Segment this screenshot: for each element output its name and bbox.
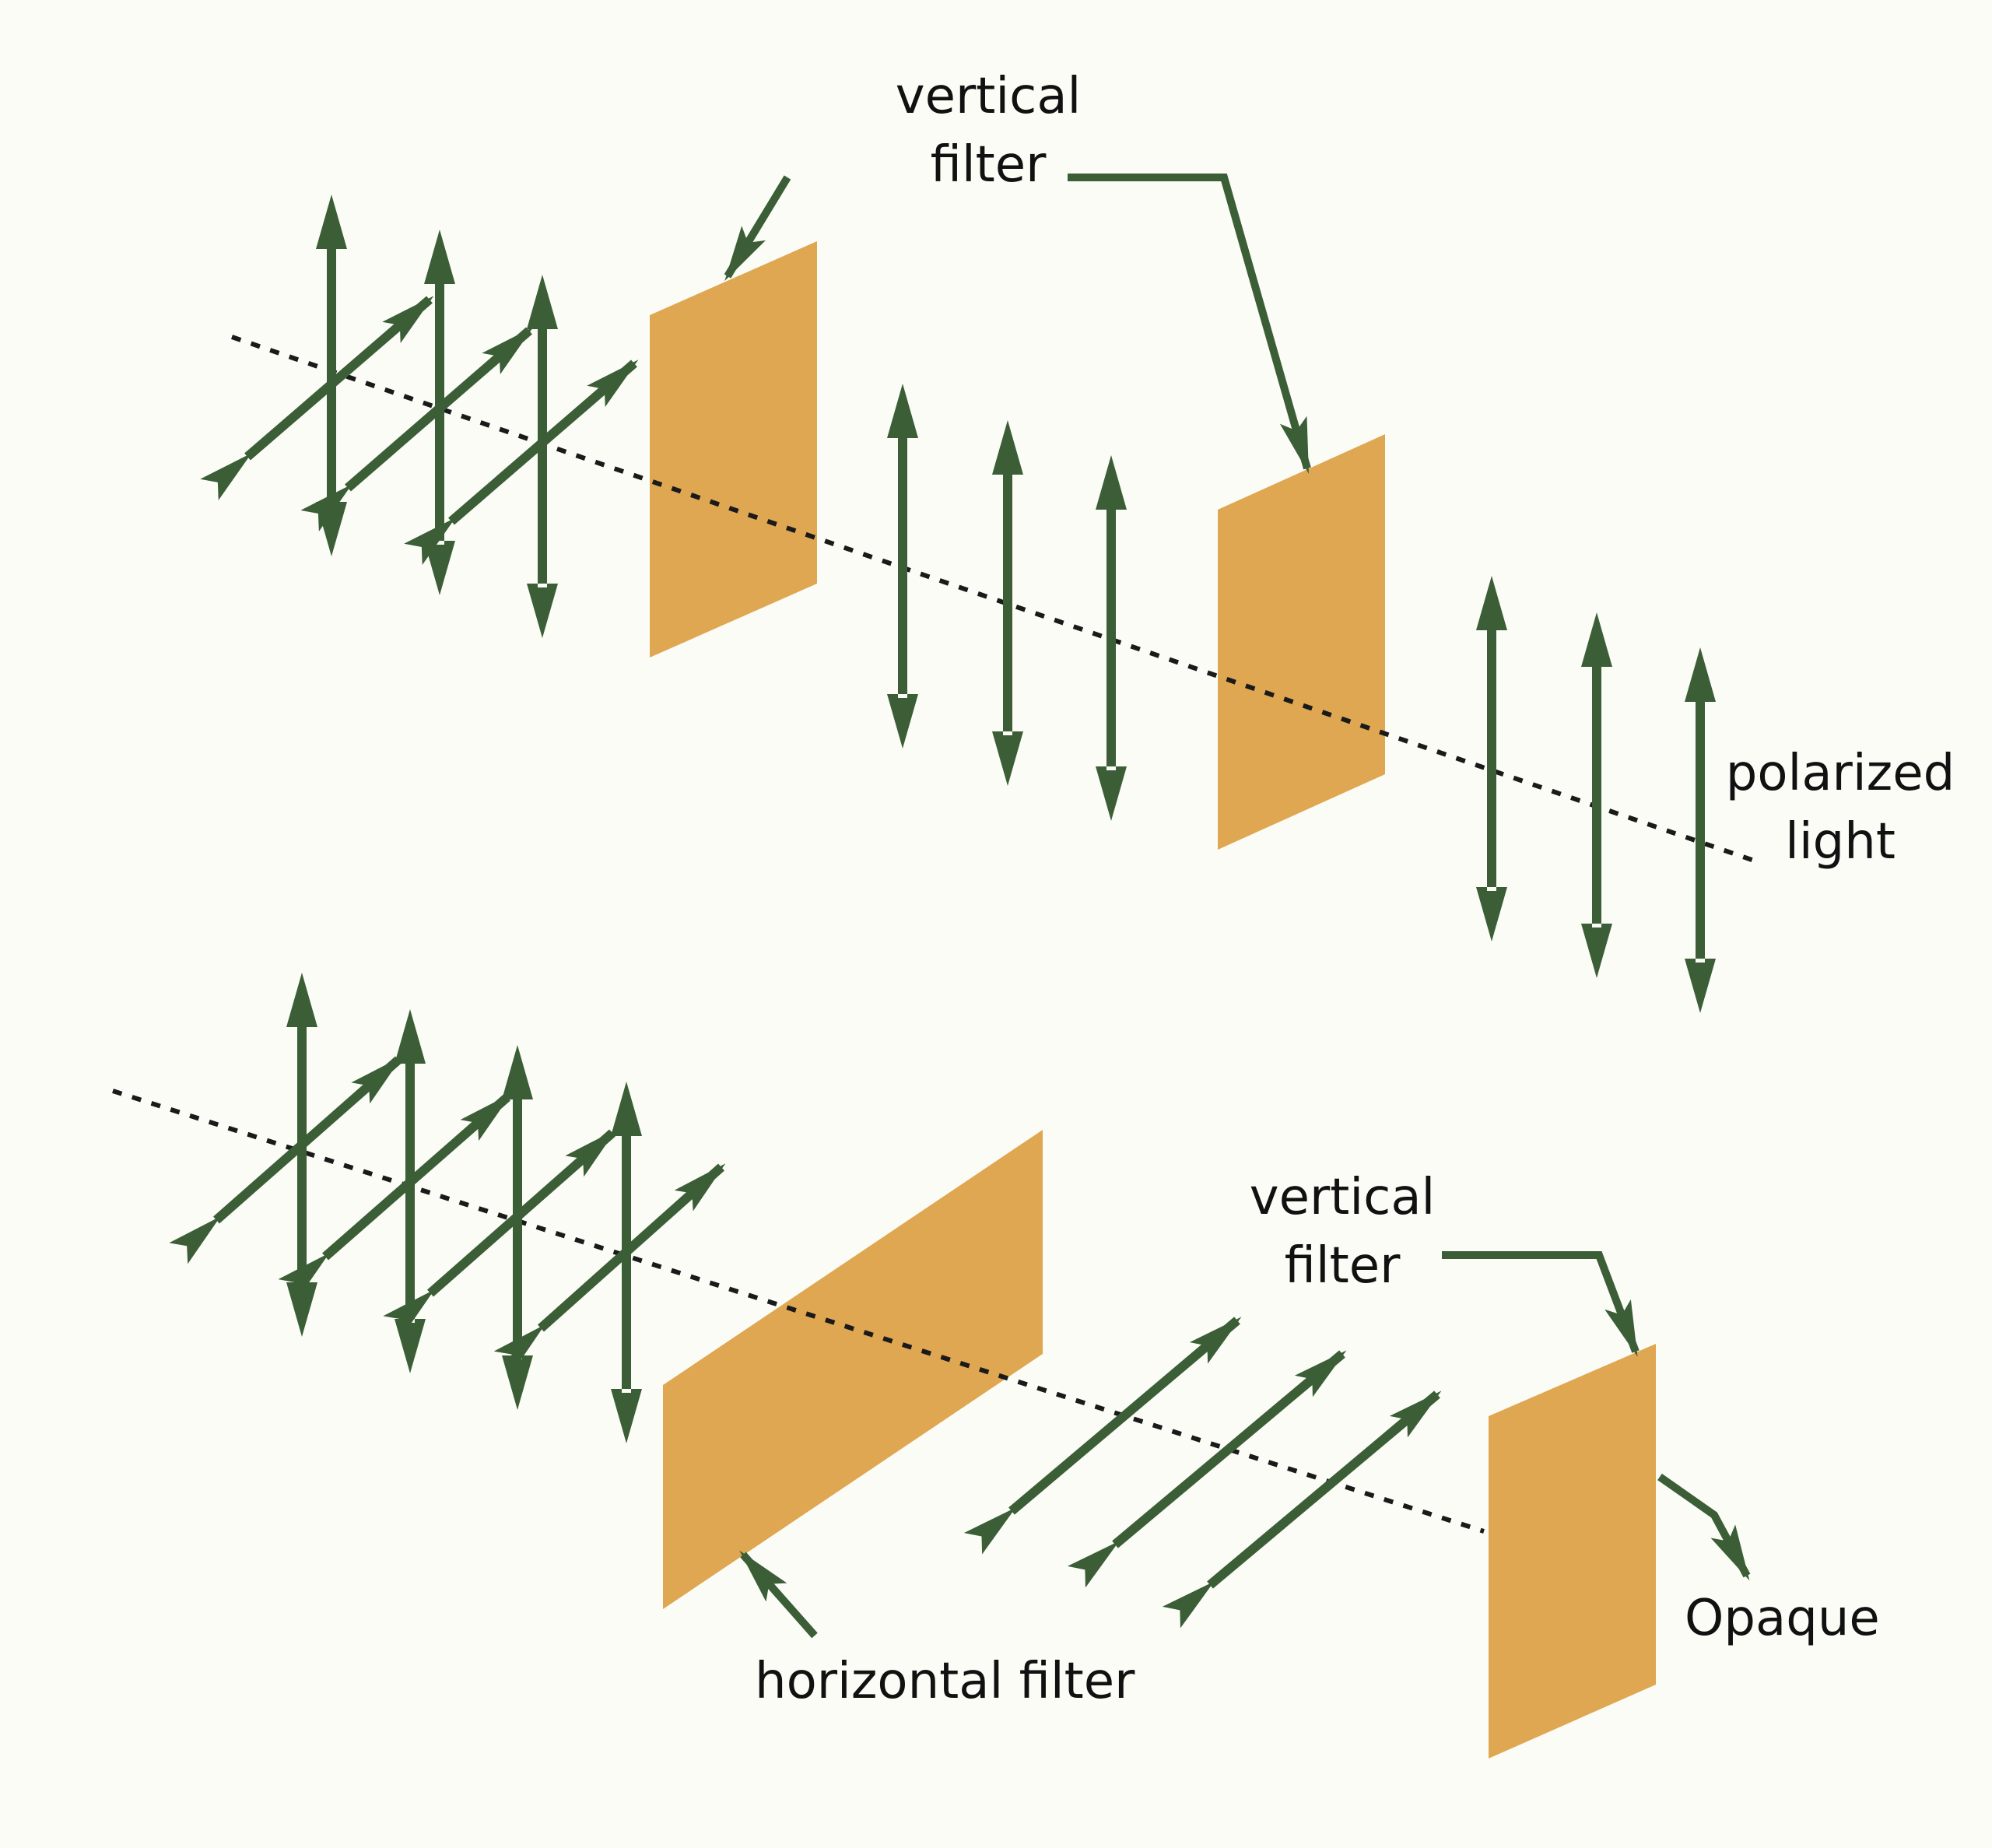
- top-unpolarized-diagonal-arrow: [200, 296, 434, 500]
- opaque-pointer: [1657, 1473, 1751, 1581]
- bottom-horizontal-arrow: [1067, 1350, 1347, 1588]
- bottom-scene: [112, 973, 1751, 1759]
- bottom-unpolarized-diagonal-arrows: [169, 1056, 726, 1373]
- bottom-unpolarized-diagonal-arrow: [278, 1093, 512, 1301]
- horizontal-filter-label: horizontal filter: [755, 1653, 1135, 1710]
- bottom-horizontal-polarized-arrows: [963, 1317, 1442, 1629]
- polarized-light-label-line2: light: [1785, 813, 1896, 871]
- bottom-horizontal-filter: [663, 1130, 1043, 1609]
- top-output-arrow: [1476, 576, 1507, 942]
- polarized-light-label: polarized light: [1704, 739, 1976, 876]
- bottom-vertical-filter: [1489, 1344, 1656, 1759]
- bottom-unpolarized-diagonal-arrow: [169, 1056, 403, 1264]
- bottom-unpolarized-diagonal-arrow: [493, 1163, 726, 1373]
- top-vertical-filter-label: vertical filter: [856, 62, 1120, 199]
- horizontal-filter-pointer: [739, 1550, 818, 1639]
- opaque-label: Opaque: [1685, 1590, 1880, 1647]
- polarized-light-label-line1: polarized: [1725, 745, 1955, 802]
- top-polarized-arrows-middle: [887, 384, 1127, 821]
- top-vertical-filter-label-line1: vertical: [895, 68, 1082, 125]
- bottom-horizontal-arrow: [1162, 1390, 1442, 1629]
- top-scene: [200, 174, 1759, 1013]
- top-vertical-filter-label-line2: filter: [930, 136, 1047, 194]
- top-polarized-arrows-output: [1476, 576, 1716, 1013]
- top-output-arrow: [1685, 647, 1716, 1013]
- bottom-vertical-filter-pointer: [1442, 1251, 1640, 1357]
- bottom-vertical-filter-label: vertical filter: [1210, 1163, 1475, 1300]
- bottom-vertical-filter-label-line1: vertical: [1249, 1169, 1436, 1226]
- top-unpolarized-diagonal-arrows: [200, 296, 639, 565]
- top-light-path: [231, 335, 1759, 864]
- top-first-filter: [650, 241, 817, 657]
- bottom-horizontal-arrow: [963, 1317, 1242, 1555]
- top-first-filter-pointer: [724, 175, 791, 282]
- top-polarized-arrow: [992, 420, 1023, 786]
- bottom-vertical-filter-label-line2: filter: [1284, 1237, 1401, 1295]
- top-polarized-arrow: [1096, 455, 1127, 821]
- top-polarized-arrow: [887, 384, 918, 749]
- top-vertical-filter-pointer: [1068, 174, 1311, 474]
- top-vertical-filter: [1218, 434, 1385, 850]
- bottom-unpolarized-vertical-arrows: [286, 973, 642, 1443]
- top-unpolarized-diagonal-arrow: [404, 359, 639, 565]
- top-output-arrow: [1581, 612, 1612, 978]
